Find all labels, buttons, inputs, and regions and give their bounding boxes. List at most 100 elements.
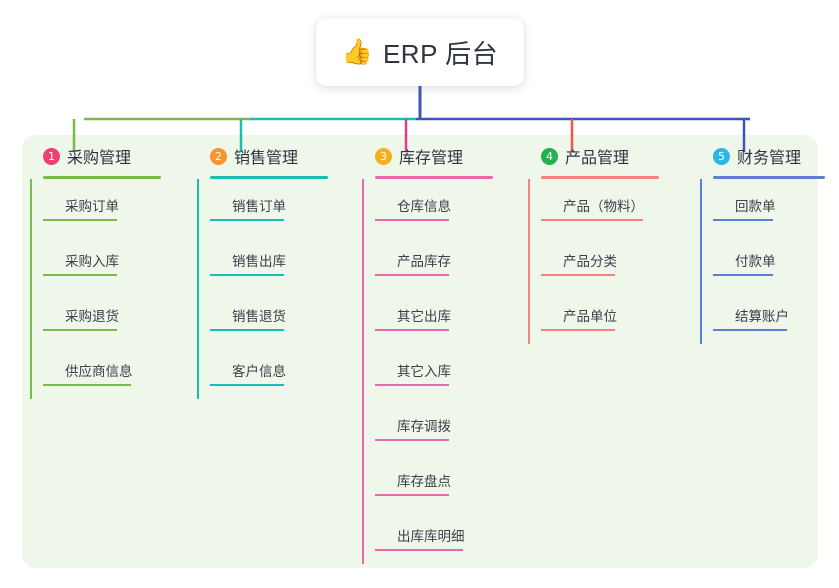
branch-item-label: 库存调拨 (397, 419, 451, 434)
branch-header-rule (713, 176, 825, 179)
branch-item-rule (541, 274, 615, 276)
branch-item-list: 采购订单采购入库采购退货供应商信息 (30, 179, 180, 399)
branch-item-label: 其它出库 (397, 309, 451, 324)
branch-title: 采购管理 (67, 150, 132, 167)
branch-item[interactable]: 采购退货 (43, 289, 180, 344)
branch-item[interactable]: 回款单 (713, 179, 839, 234)
branch-title: 库存管理 (399, 150, 464, 167)
branch-item-rule (375, 494, 449, 496)
branch-item-label: 付款单 (735, 254, 776, 269)
branch-column-1: 1 采购管理采购订单采购入库采购退货供应商信息 (30, 141, 180, 399)
branch-item-list: 回款单付款单结算账户 (700, 179, 839, 344)
branch-item[interactable]: 供应商信息 (43, 344, 180, 399)
branch-item-rule (541, 329, 615, 331)
branch-item[interactable]: 销售出库 (210, 234, 347, 289)
branch-number-badge: 2 (210, 147, 227, 165)
branch-item-rule (375, 274, 449, 276)
branch-title: 财务管理 (737, 150, 802, 167)
branch-title: 销售管理 (234, 150, 299, 167)
thumbs-up-icon: 👍 (341, 37, 373, 66)
branch-item-label: 结算账户 (735, 309, 789, 324)
branch-item-label: 出库库明细 (397, 529, 465, 544)
branch-item[interactable]: 其它入库 (375, 344, 522, 399)
branch-item-label: 仓库信息 (397, 199, 451, 214)
branch-number-badge: 3 (375, 147, 392, 165)
branch-item-rule (541, 219, 643, 221)
branch-header-5[interactable]: 5 财务管理 (700, 141, 839, 171)
page-title: ERP 后台 (382, 38, 499, 69)
root-node[interactable]: 👍 ERP 后台 (316, 18, 524, 86)
branch-item-rule (375, 219, 449, 221)
branch-item-label: 采购退货 (65, 309, 119, 324)
branch-item-rule (713, 219, 773, 221)
branch-item-rule (43, 384, 131, 386)
branch-spine (528, 179, 530, 344)
branch-item-label: 销售出库 (232, 254, 286, 269)
branch-header-3[interactable]: 3 库存管理 (362, 141, 522, 171)
branch-item[interactable]: 出库库明细 (375, 509, 522, 564)
branch-header-1[interactable]: 1 采购管理 (30, 141, 180, 171)
branch-item-label: 销售订单 (232, 199, 286, 214)
branch-item-label: 产品单位 (563, 309, 617, 324)
branch-item-rule (375, 549, 463, 551)
branch-item-list: 销售订单销售出库销售退货客户信息 (197, 179, 347, 399)
branch-item-label: 销售退货 (232, 309, 286, 324)
branch-item-label: 客户信息 (232, 364, 286, 379)
branch-column-2: 2 销售管理销售订单销售出库销售退货客户信息 (197, 141, 347, 399)
branch-header-4[interactable]: 4 产品管理 (528, 141, 698, 171)
branch-item-label: 回款单 (735, 199, 776, 214)
branch-item-label: 采购订单 (65, 199, 119, 214)
branch-item[interactable]: 付款单 (713, 234, 839, 289)
branch-item[interactable]: 产品分类 (541, 234, 698, 289)
branch-header-rule (375, 176, 493, 179)
branch-header-rule (43, 176, 161, 179)
branch-item-rule (375, 384, 449, 386)
branch-item[interactable]: 采购订单 (43, 179, 180, 234)
branch-item-rule (375, 439, 449, 441)
branch-item-list: 产品（物料） 产品分类产品单位 (528, 179, 698, 344)
branch-item-label: 产品库存 (397, 254, 451, 269)
branch-item-label: 采购入库 (65, 254, 119, 269)
branch-header-rule (210, 176, 328, 179)
branch-column-3: 3 库存管理仓库信息产品库存其它出库其它入库库存调拨库存盘点出库库明细 (362, 141, 522, 564)
branch-item[interactable]: 库存盘点 (375, 454, 522, 509)
branch-item-label: 供应商信息 (65, 364, 133, 379)
branch-item[interactable]: 产品（物料） (541, 179, 698, 234)
branch-item[interactable]: 销售退货 (210, 289, 347, 344)
branch-item-label: 库存盘点 (397, 474, 451, 489)
branch-header-2[interactable]: 2 销售管理 (197, 141, 347, 171)
branch-item-label: 其它入库 (397, 364, 451, 379)
branch-spine (30, 179, 32, 399)
branch-item[interactable]: 产品库存 (375, 234, 522, 289)
branch-item[interactable]: 仓库信息 (375, 179, 522, 234)
branch-item-rule (43, 329, 117, 331)
branch-column-5: 5 财务管理回款单付款单结算账户 (700, 141, 839, 344)
branch-item-label: 产品（物料） (563, 199, 644, 214)
branch-number-badge: 5 (713, 147, 730, 165)
branch-item-rule (43, 274, 117, 276)
branch-item-rule (210, 219, 284, 221)
root-node-content: 👍 ERP 后台 (342, 34, 498, 71)
branch-header-rule (541, 176, 659, 179)
branch-item[interactable]: 其它出库 (375, 289, 522, 344)
branch-item-list: 仓库信息产品库存其它出库其它入库库存调拨库存盘点出库库明细 (362, 179, 522, 564)
branch-number-badge: 1 (43, 147, 60, 165)
branch-item-label: 产品分类 (563, 254, 617, 269)
branch-item[interactable]: 客户信息 (210, 344, 347, 399)
branch-number-badge: 4 (541, 147, 558, 165)
branch-item[interactable]: 产品单位 (541, 289, 698, 344)
branch-item[interactable]: 库存调拨 (375, 399, 522, 454)
branch-item-rule (210, 274, 284, 276)
branch-item-rule (210, 384, 284, 386)
branch-item[interactable]: 结算账户 (713, 289, 839, 344)
branch-item-rule (713, 329, 787, 331)
branch-spine (700, 179, 702, 344)
branch-item-rule (375, 329, 449, 331)
branch-item-rule (210, 329, 284, 331)
branch-item[interactable]: 采购入库 (43, 234, 180, 289)
branch-column-4: 4 产品管理产品（物料） 产品分类产品单位 (528, 141, 698, 344)
branch-title: 产品管理 (565, 150, 630, 167)
branch-item[interactable]: 销售订单 (210, 179, 347, 234)
branch-item-rule (43, 219, 117, 221)
